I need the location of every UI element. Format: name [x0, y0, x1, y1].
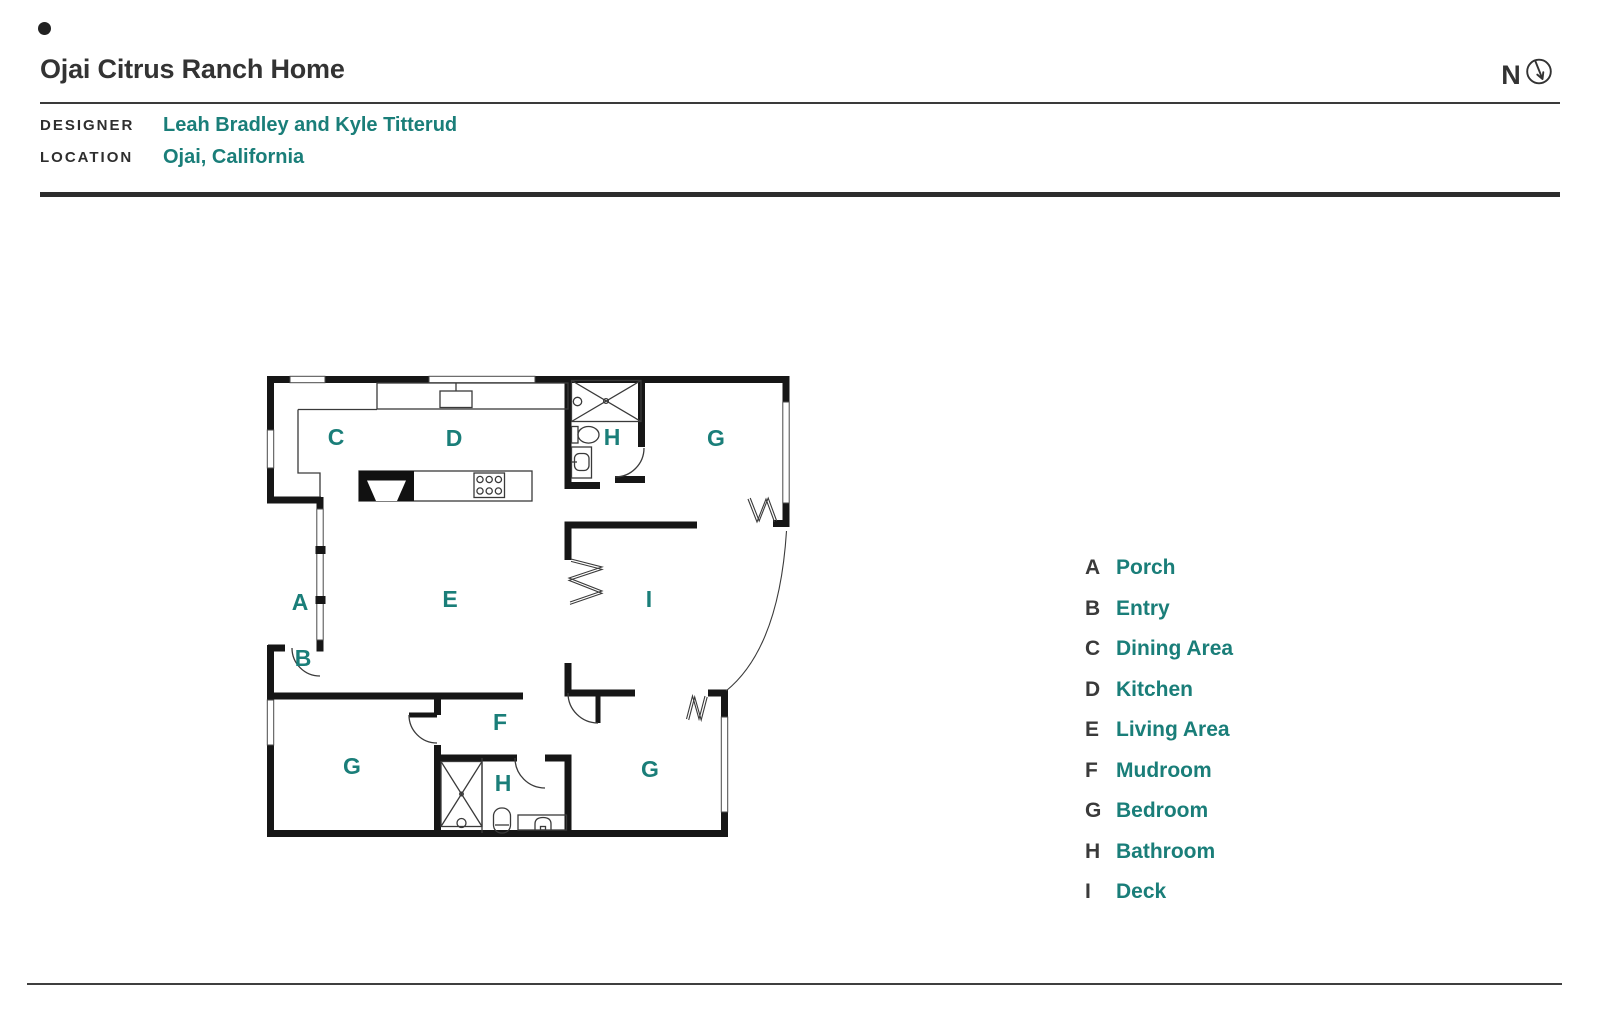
legend-item: B Entry	[1085, 596, 1170, 622]
shower-head-icon	[572, 396, 583, 407]
legend-item: C Dining Area	[1085, 636, 1233, 662]
legend-item: H Bathroom	[1085, 839, 1215, 865]
toilet-icon	[492, 807, 512, 834]
door-arc	[567, 692, 599, 724]
location-label: LOCATION	[40, 149, 134, 166]
legend-name: Bedroom	[1116, 799, 1209, 822]
door-arc	[614, 447, 645, 478]
room-label-bedroom-left: G	[343, 753, 361, 779]
legend-letter: G	[1085, 799, 1102, 822]
north-letter: N	[1501, 60, 1521, 90]
legend-name: Porch	[1116, 556, 1176, 579]
legend-letter: B	[1085, 596, 1101, 620]
north-compass: N	[1501, 58, 1552, 90]
legend-item: D Kitchen	[1085, 677, 1193, 703]
kitchen-island	[358, 470, 533, 502]
kitchen-sink-icon	[439, 390, 473, 409]
page-marker-dot	[38, 22, 51, 35]
floor-plan: C D H G A E I B F G H G	[266, 375, 790, 837]
doors	[291, 447, 645, 789]
legend-name: Kitchen	[1116, 677, 1194, 701]
room-label-entry: B	[295, 645, 312, 671]
designer-value[interactable]: Leah Bradley and Kyle Titterud	[163, 114, 458, 136]
sink-icon	[534, 816, 552, 830]
kitchen-counter	[376, 382, 569, 410]
legend-item: E Living Area	[1085, 717, 1230, 743]
legend-item: F Mudroom	[1085, 758, 1212, 784]
divider-thin-top	[40, 102, 1560, 104]
room-label-living: E	[442, 586, 457, 612]
legend-item: G Bedroom	[1085, 798, 1208, 824]
legend-letter: I	[1085, 880, 1091, 903]
divider-thick	[40, 192, 1560, 197]
door-arc	[514, 757, 546, 789]
room-label-bedroom-top: G	[707, 425, 725, 451]
room-label-deck: I	[646, 586, 652, 612]
cooktop-icon	[473, 472, 506, 499]
legend-letter: D	[1085, 677, 1101, 701]
compass-arrow-icon	[1534, 60, 1545, 80]
legend-letter: C	[1085, 637, 1101, 660]
room-label-kitchen: D	[446, 425, 463, 451]
room-label-bath-bottom: H	[495, 770, 512, 796]
windows	[266, 375, 790, 813]
legend-letter: A	[1085, 556, 1101, 579]
bathroom-bottom-fixtures	[440, 758, 568, 834]
designer-label: DESIGNER	[40, 117, 135, 134]
room-labels: C D H G A E I B F G H G	[292, 424, 725, 796]
bathroom-top-fixtures	[570, 379, 642, 479]
door-arc	[408, 714, 438, 744]
room-label-bedroom-right: G	[641, 756, 659, 782]
legend-name: Living Area	[1116, 718, 1230, 741]
legend-name: Dining Area	[1116, 637, 1234, 660]
location-row: LOCATION Ojai, California	[40, 146, 304, 173]
legend-name: Entry	[1116, 596, 1170, 620]
room-label-bath-top: H	[604, 424, 621, 450]
divider-bottom	[27, 983, 1562, 985]
porch-inner-lines	[297, 408, 377, 497]
legend-letter: F	[1085, 758, 1098, 782]
shower-head-icon	[456, 817, 467, 829]
legend-letter: H	[1085, 839, 1101, 863]
legend-letter: E	[1085, 718, 1100, 741]
room-label-porch: A	[292, 589, 309, 615]
compass-circle-icon	[1526, 58, 1552, 85]
room-label-dining: C	[328, 424, 345, 450]
deck-boundary-curve	[725, 530, 788, 692]
designer-row: DESIGNER Leah Bradley and Kyle Titterud	[40, 114, 457, 141]
opening-zigzags	[567, 496, 778, 723]
legend-item: I Deck	[1085, 879, 1166, 905]
room-label-mudroom: F	[493, 709, 507, 735]
location-value[interactable]: Ojai, California	[163, 146, 305, 168]
toilet-icon	[570, 425, 579, 444]
walls	[267, 376, 790, 837]
shower-icon	[570, 379, 642, 423]
legend-name: Bathroom	[1116, 839, 1216, 863]
page-title: Ojai Citrus Ranch Home	[40, 54, 345, 84]
legend-name: Mudroom	[1116, 758, 1212, 782]
legend-item: A Porch	[1085, 555, 1176, 581]
legend-name: Deck	[1116, 880, 1167, 903]
door-arc	[291, 647, 321, 677]
